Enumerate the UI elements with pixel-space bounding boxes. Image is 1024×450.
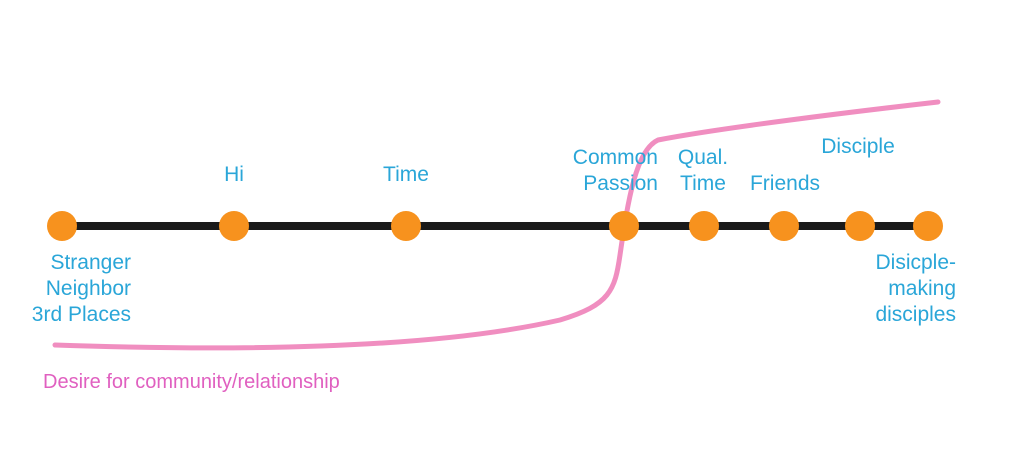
curve-caption: Desire for community/relationship	[43, 371, 340, 393]
stage-label-qual-time: Qual. Time	[677, 146, 729, 195]
stage-label-stranger: Stranger Neighbor 3rd Places	[31, 251, 131, 326]
stage-label-disciple-making: Disicple- making disciples	[875, 251, 956, 326]
stage-label-hi: Hi	[224, 163, 244, 186]
stage-label-time: Time	[383, 163, 429, 186]
stage-node-disciple	[845, 211, 875, 241]
desire-curve	[52, 99, 941, 351]
stage-label-disciple: Disciple	[821, 135, 895, 158]
stage-label-common-passion: Common Passion	[572, 146, 658, 195]
stage-node-disciple-making	[913, 211, 943, 241]
stage-node-hi	[219, 211, 249, 241]
stage-node-stranger	[47, 211, 77, 241]
stage-node-friends	[769, 211, 799, 241]
stage-node-common-passion	[609, 211, 639, 241]
stage-node-qual-time	[689, 211, 719, 241]
stage-label-friends: Friends	[749, 172, 821, 195]
timeline-nodes	[47, 211, 943, 241]
stage-node-time	[391, 211, 421, 241]
